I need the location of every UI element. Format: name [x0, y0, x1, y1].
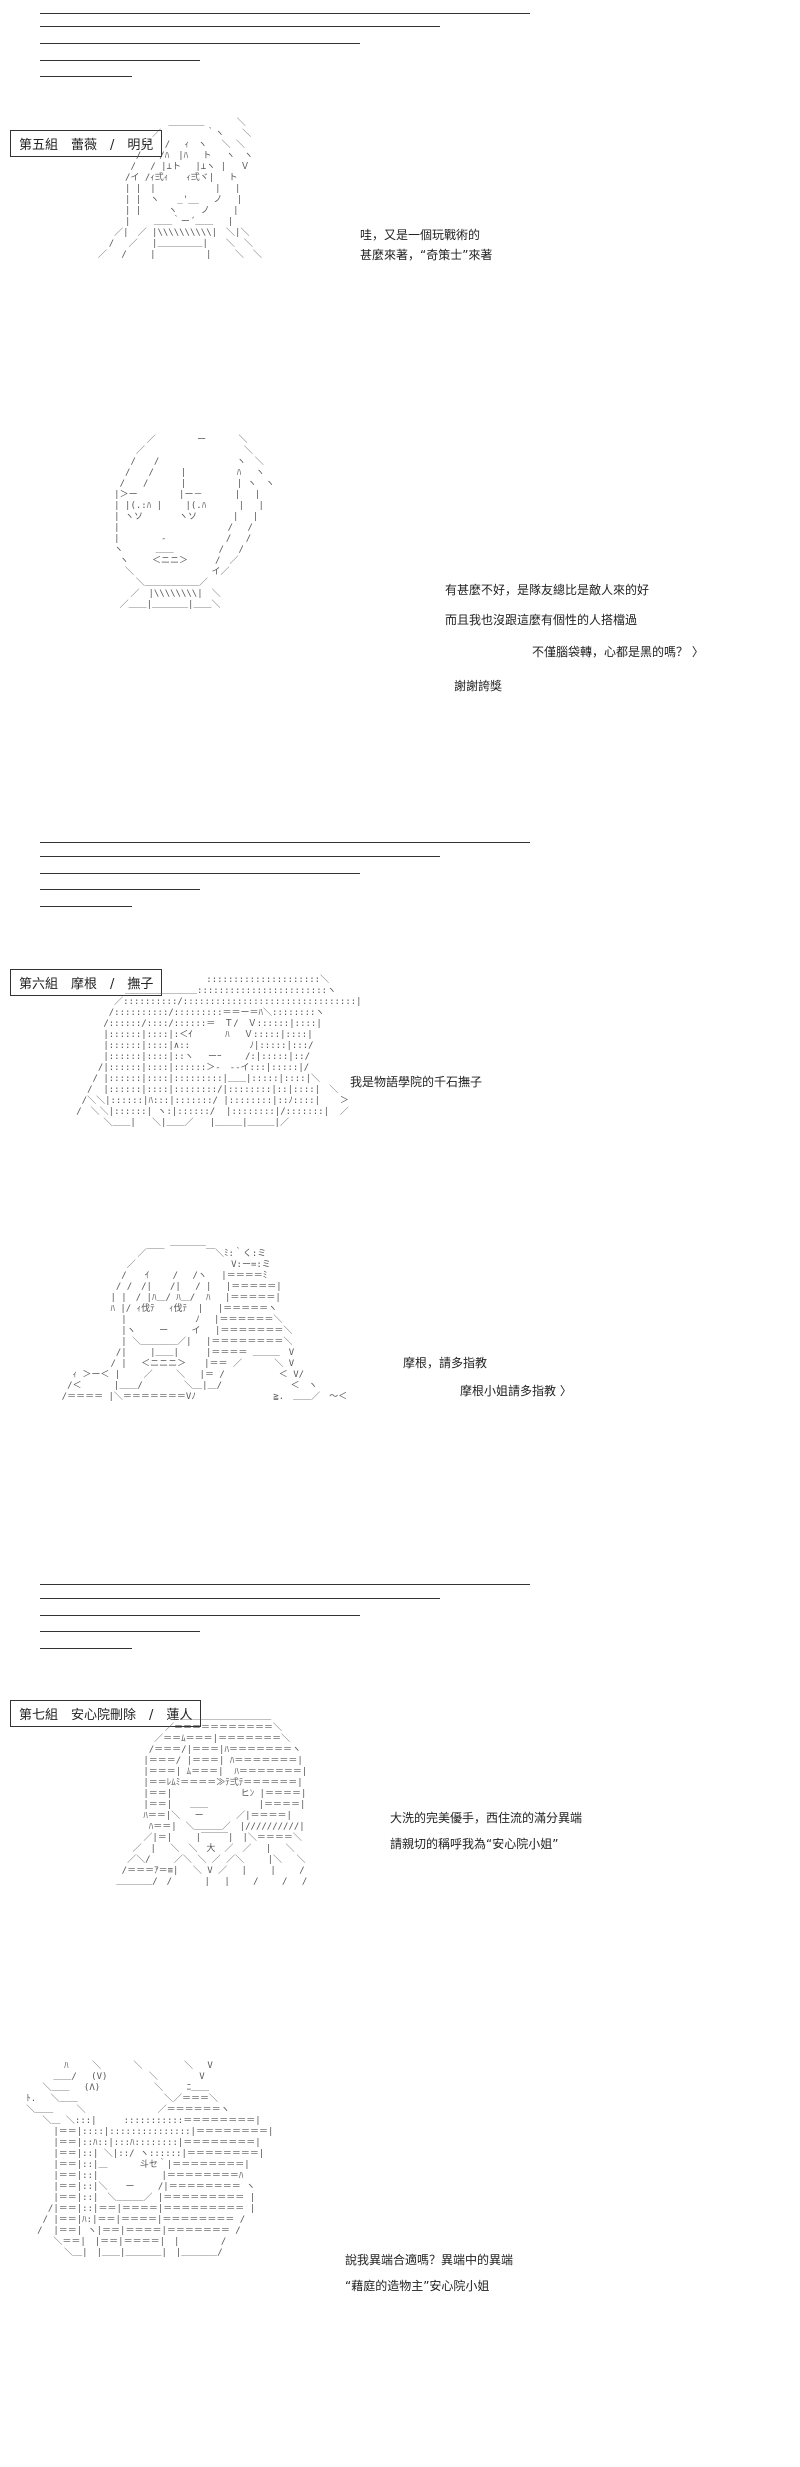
dialog-line: 說我異端合適嗎？異端中的異端 [345, 2253, 514, 2267]
divider-line [40, 76, 132, 77]
dialog-line: 謝謝誇獎 [454, 679, 503, 693]
divider-line [40, 856, 440, 857]
section-label: 第六組 摩根 / 撫子 [10, 969, 163, 996]
divider-line [40, 1648, 132, 1649]
dialog-line: 摩根小姐請多指教 〉 [460, 1384, 572, 1398]
ascii-art-figure: ﾊ ＼ ＼ ＼ V ＿＿/ (V) ＼ V ＼＿＿ (Λ) ＼ ﾆ＿＿ ﾄ. ＼… [26, 2061, 274, 2258]
divider-line [40, 1631, 200, 1632]
dialog-line: 甚麼來著，“奇策士”來著 [360, 248, 493, 262]
dialog-line: 摩根，請多指教 [403, 1356, 488, 1370]
dialog-block: 說我異端合適嗎？異端中的異端 “藉庭的造物主”安心院小姐 [345, 2250, 513, 2296]
dialog-line: 大洗的完美優手，西住流的滿分異端 [390, 1811, 583, 1825]
divider-line [40, 13, 530, 14]
divider-line [40, 26, 440, 27]
dialog-block: 我是物語學院的千石撫子 [350, 1072, 482, 1092]
dialog-block: 大洗的完美優手，西住流的滿分異端 請親切的稱呼我為“安心院小姐” [390, 1808, 582, 1854]
divider-line [40, 1615, 360, 1616]
ascii-art-figure: :::::::::::::::::::::＼ ＿＿＿＿＿＿＿＿:::::::::… [76, 975, 362, 1128]
dialog-block: 哇，又是一個玩戰術的 甚麼來著，“奇策士”來著 [360, 225, 492, 265]
dialog-line: 哇，又是一個玩戰術的 [360, 228, 481, 242]
ascii-art-figure: ／ ー ＼ ／ ＼ / / ヽ ＼ / / | ﾊ ヽ / / | | ヽ ヽ … [114, 435, 275, 610]
section-label: 第五組 蕾薇 / 明兒 [10, 130, 163, 157]
divider-line [40, 60, 200, 61]
ascii-art-figure: ＿＿＿＿ ＼ ／ ｀ヽ ＼ ／ / ｨ ヽ ＼ ＼ / /ﾊ |ﾊ ト ヽ ヽ … [97, 118, 262, 260]
dialog-line: 有甚麼不好，是隊友總比是敵人來的好 [445, 583, 650, 597]
ascii-art-figure: ＿＿＿＿＿＿＿＿＿＿ ／＝＝＝＝＝＝＝＝＝＝＝＼ ／＝＝ﾑ＝＝＝|＝＝＝＝＝＝＝… [116, 1712, 308, 1887]
dialog-line: 而且我也沒跟這麼有個性的人搭檔過 [445, 613, 638, 627]
dialog-block: 有甚麼不好，是隊友總比是敵人來的好 而且我也沒跟這麼有個性的人搭檔過 不僅腦袋轉… [445, 580, 704, 696]
divider-line [40, 1598, 440, 1599]
dialog-line: “藉庭的造物主”安心院小姐 [345, 2279, 490, 2293]
divider-line [40, 43, 360, 44]
dialog-line: 請親切的稱呼我為“安心院小姐” [390, 1837, 559, 1851]
divider-line [40, 842, 530, 843]
ascii-art-figure: ＿＿＿＿ ／￣￣ ￣＼ﾐ:｀く:ミ ／ V:ー=:ミ / ｲ / /ヽ |＝＝＝… [61, 1238, 348, 1402]
divider-line [40, 906, 132, 907]
dialog-block: 摩根，請多指教 摩根小姐請多指教 〉 [403, 1353, 572, 1401]
divider-line [40, 1584, 530, 1585]
dialog-line: 不僅腦袋轉，心都是黑的嗎？ 〉 [532, 645, 704, 659]
section-label: 第七組 安心院刪除 / 蓮人 [10, 1700, 202, 1727]
divider-line [40, 889, 200, 890]
divider-line [40, 873, 360, 874]
dialog-line: 我是物語學院的千石撫子 [350, 1075, 483, 1089]
